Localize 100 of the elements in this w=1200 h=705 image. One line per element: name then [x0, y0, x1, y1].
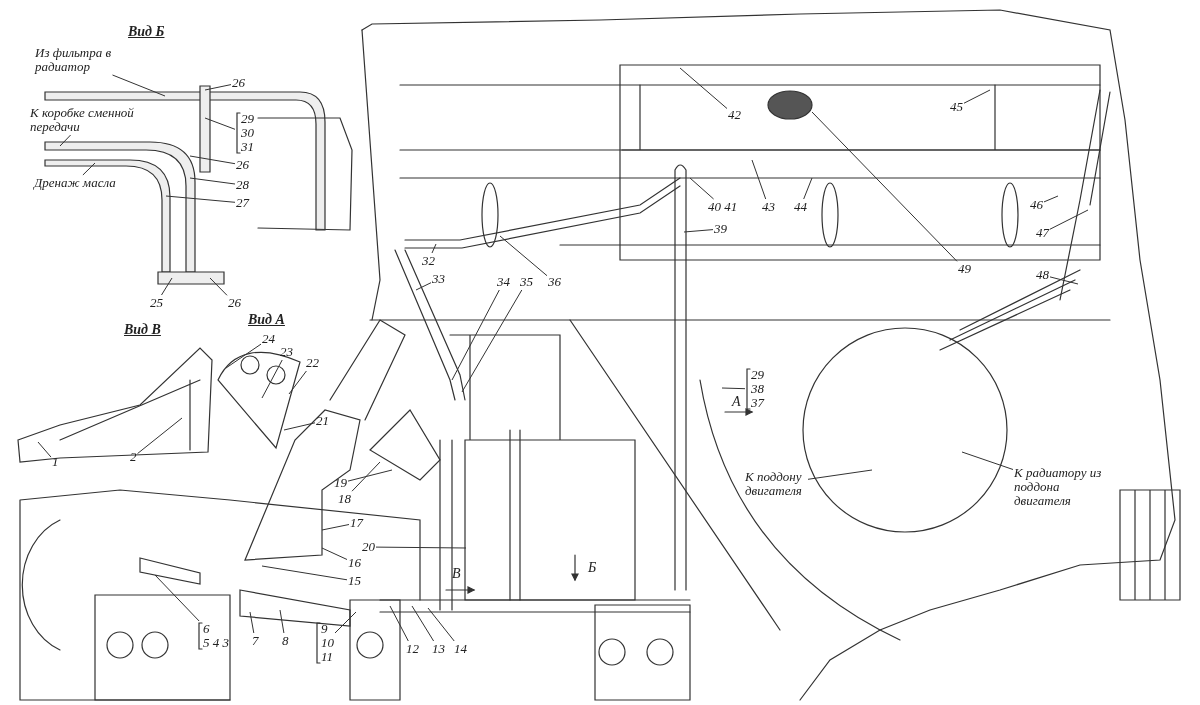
- callout-number: 5 4 3: [203, 636, 229, 650]
- callout-number: 30: [241, 126, 254, 140]
- leader-line: [807, 469, 873, 480]
- leader-line: [334, 611, 357, 634]
- leader-line: [963, 89, 991, 104]
- leader-line: [209, 277, 228, 296]
- callout-number: 16: [348, 556, 361, 570]
- callout-number: 25: [150, 296, 163, 310]
- leader-line: [499, 235, 548, 277]
- leader-line: [161, 277, 173, 296]
- callout-number: 46: [1030, 198, 1043, 212]
- callout-number: 29: [751, 368, 764, 382]
- callout-number: 34: [497, 275, 510, 289]
- leader-line: [375, 546, 467, 549]
- callout-number: 28: [236, 178, 249, 192]
- callout-number: 33: [432, 272, 445, 286]
- callout-number: 9: [321, 622, 329, 636]
- leader-line: [351, 461, 381, 492]
- leader-line: [59, 134, 72, 147]
- callout-number: 24: [262, 332, 275, 346]
- leader-line: [154, 574, 200, 622]
- callout-number: 26: [228, 296, 241, 310]
- callout-number: 22: [306, 356, 319, 370]
- leader-line: [1043, 195, 1059, 203]
- callout-number: 49: [958, 262, 971, 276]
- callout-number: 48: [1036, 268, 1049, 282]
- callout-number: 37: [751, 396, 764, 410]
- leader-line: [803, 177, 813, 200]
- callout-number: 1: [52, 455, 59, 469]
- leader-line: [689, 177, 715, 200]
- leader-line: [427, 607, 455, 642]
- leader-line: [389, 605, 409, 642]
- callout-number: 43: [762, 200, 775, 214]
- leader-line: [261, 565, 348, 581]
- leader-line: [683, 229, 714, 233]
- callout-number: 39: [714, 222, 727, 236]
- callout-number: 18: [338, 492, 351, 506]
- callout-number: 36: [548, 275, 561, 289]
- leader-line: [679, 67, 728, 109]
- note-text: К радиатору из поддона двигателя: [1014, 466, 1114, 508]
- leader-line: [288, 370, 307, 395]
- leader-line: [137, 417, 183, 455]
- leader-line: [204, 117, 236, 130]
- callout-number: 10: [321, 636, 334, 650]
- callout-number: 8: [282, 634, 289, 648]
- leader-line: [411, 605, 435, 642]
- leader-line: [347, 469, 393, 482]
- note-text: К коробке сменной передачи: [30, 106, 140, 134]
- callout-number: 27: [236, 196, 249, 210]
- note-text: К поддону двигателя: [745, 470, 807, 498]
- leader-line: [451, 289, 500, 381]
- leader-line: [811, 111, 958, 262]
- view-title: Вид В: [124, 322, 161, 338]
- callout-number: 21: [316, 414, 329, 428]
- leader-line: [321, 524, 350, 531]
- leader-line: [961, 451, 1014, 470]
- leader-line: [415, 282, 432, 291]
- leader-line: [189, 155, 236, 165]
- callout-number: 20: [362, 540, 375, 554]
- callout-number: 35: [520, 275, 533, 289]
- section-mark: В: [452, 566, 461, 582]
- leader-line: [261, 359, 283, 399]
- callout-number: 47: [1036, 226, 1049, 240]
- leader-line: [751, 159, 767, 200]
- callout-number: 15: [348, 574, 361, 588]
- callout-number: 14: [454, 642, 467, 656]
- view-title: Вид Б: [128, 24, 165, 40]
- leader-line: [321, 547, 348, 560]
- callout-number: 42: [728, 108, 741, 122]
- callout-number: 31: [241, 140, 254, 154]
- leader-line: [1049, 276, 1079, 285]
- leader-line: [112, 74, 166, 97]
- note-text: Из фильтра в радиатор: [35, 46, 115, 74]
- leader-line: [82, 162, 96, 176]
- callout-number: 7: [252, 634, 259, 648]
- callout-number: 13: [432, 642, 445, 656]
- leader-line: [721, 387, 746, 390]
- callout-number: 2: [130, 450, 137, 464]
- leader-line: [249, 611, 255, 634]
- callout-number: 23: [280, 345, 293, 359]
- section-mark: А: [732, 394, 741, 410]
- callout-number: 29: [241, 112, 254, 126]
- leader-line: [37, 441, 52, 458]
- callout-number: 26: [236, 158, 249, 172]
- callout-number: 40 41: [708, 200, 738, 214]
- leader-line: [189, 177, 236, 185]
- section-mark: Б: [588, 560, 597, 576]
- callout-number: 45: [950, 100, 963, 114]
- leader-line: [225, 343, 262, 369]
- callout-number: 38: [751, 382, 764, 396]
- callout-number: 17: [350, 516, 363, 530]
- leader-line: [204, 84, 232, 91]
- callout-number: 44: [794, 200, 807, 214]
- leader-line: [431, 243, 437, 254]
- leader-line: [461, 289, 523, 393]
- callout-number: 32: [422, 254, 435, 268]
- callout-number: 6: [203, 622, 211, 636]
- leader-line: [279, 609, 285, 634]
- leader-line: [1049, 209, 1089, 230]
- callout-number: 26: [232, 76, 245, 90]
